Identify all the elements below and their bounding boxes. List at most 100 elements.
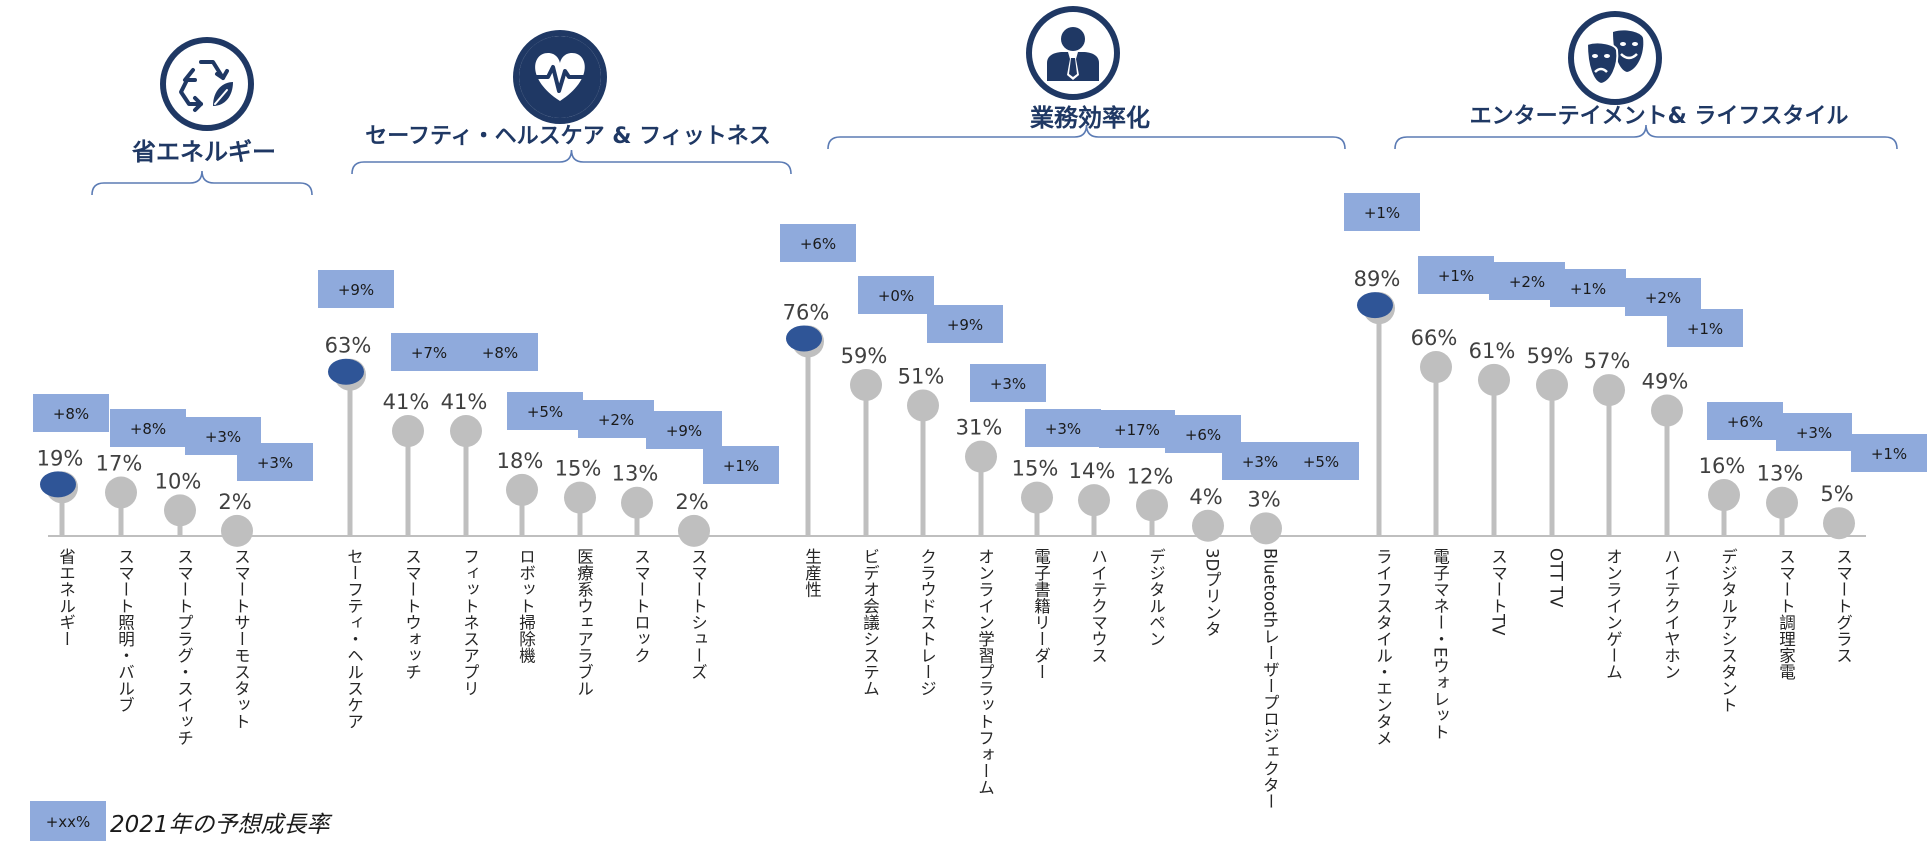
growth-badge: +2%: [578, 400, 654, 438]
lollipop-head: [1823, 507, 1855, 540]
legend-text: 2021年の予想成長率: [110, 812, 333, 838]
growth-badge: +1%: [1550, 269, 1626, 307]
category-label: 省エネルギー: [57, 548, 76, 647]
growth-badge: +7%: [391, 333, 467, 371]
group-title: 業務効率化: [1030, 104, 1150, 132]
lollipop-head: [1708, 479, 1740, 512]
growth-badge: +3%: [1025, 409, 1101, 447]
category-label: スマート調理家電: [1777, 548, 1796, 680]
value-label: 51%: [898, 364, 945, 388]
growth-badge: +3%: [237, 443, 313, 481]
category-label: スマートロック: [632, 548, 651, 664]
svg-text:+1%: +1%: [1871, 445, 1907, 463]
category-label: スマートグラス: [1834, 548, 1853, 664]
svg-text:+1%: +1%: [1438, 267, 1474, 285]
category-label: ビデオ会議システム: [861, 548, 880, 697]
category-label: スマート照明・バルブ: [116, 548, 135, 713]
category-label: ライフスタイル・エンタメ: [1374, 548, 1393, 746]
svg-text:+1%: +1%: [1687, 320, 1723, 338]
lollipop-head: [105, 476, 137, 509]
svg-text:+8%: +8%: [482, 344, 518, 362]
svg-text:+0%: +0%: [878, 287, 914, 305]
value-label: 3%: [1247, 487, 1280, 511]
value-label: 13%: [1757, 462, 1804, 486]
value-label: 13%: [612, 462, 659, 486]
growth-badge: +6%: [1707, 402, 1783, 440]
value-label: 63%: [325, 334, 372, 358]
legend: +xx% 2021年の予想成長率: [30, 801, 333, 841]
lollipop-highlight: [40, 471, 76, 498]
svg-text:+6%: +6%: [800, 235, 836, 253]
growth-badge: +5%: [507, 392, 583, 430]
lollipop-highlight: [786, 325, 822, 352]
svg-text:+6%: +6%: [1727, 413, 1763, 431]
lollipop-head: [1136, 489, 1168, 522]
svg-text:+1%: +1%: [723, 457, 759, 475]
value-label: 31%: [956, 416, 1003, 440]
value-label: 89%: [1354, 267, 1401, 291]
lollipop-head: [621, 486, 653, 519]
category-label: スマートプラグ・スイッチ: [175, 548, 194, 746]
lollipop-head: [1766, 486, 1798, 519]
growth-badge: +6%: [780, 224, 856, 262]
svg-text:+5%: +5%: [1303, 453, 1339, 471]
group-title: エンターテイメント& ライフスタイル: [1470, 104, 1849, 129]
value-label: 66%: [1411, 326, 1458, 350]
svg-text:+3%: +3%: [257, 454, 293, 472]
lollipop-head: [1536, 368, 1568, 401]
group-bracket: [827, 124, 1346, 150]
group-bracket: [351, 149, 792, 175]
svg-text:+7%: +7%: [411, 344, 447, 362]
category-label: Bluetoothレーザープロジェクター: [1261, 548, 1280, 810]
growth-badge: +17%: [1099, 410, 1175, 448]
recycle-leaf-icon: [160, 37, 254, 131]
value-label: 4%: [1189, 485, 1222, 509]
category-label: ロボット掃除機: [517, 548, 536, 665]
category-label: 電子書籍リーダー: [1032, 548, 1051, 680]
category-label: スマートTV: [1489, 548, 1508, 636]
lollipop-head: [564, 481, 596, 514]
svg-text:+2%: +2%: [1645, 289, 1681, 307]
category-label: OTT TV: [1547, 548, 1566, 608]
category-label: デジタルアシスタント: [1719, 548, 1738, 713]
value-label: 17%: [96, 451, 143, 475]
value-label: 12%: [1127, 464, 1174, 488]
svg-text:+8%: +8%: [53, 405, 89, 423]
lollipop-head: [850, 368, 882, 401]
category-label: セーフティ・ヘルスケア: [345, 548, 364, 730]
lollipop-highlight: [1357, 292, 1393, 319]
growth-badge: +1%: [1418, 256, 1494, 294]
value-label: 76%: [783, 300, 830, 324]
svg-text:+xx%: +xx%: [46, 813, 91, 831]
lollipop-head: [907, 389, 939, 422]
svg-text:+3%: +3%: [1796, 424, 1832, 442]
category-label: オンラインゲーム: [1604, 548, 1623, 680]
svg-text:+9%: +9%: [666, 422, 702, 440]
value-label: 19%: [37, 446, 84, 470]
growth-badge: +9%: [646, 411, 722, 449]
category-label: 医療系ウェアラブル: [575, 548, 594, 697]
value-label: 59%: [1527, 344, 1574, 368]
svg-text:+1%: +1%: [1364, 204, 1400, 222]
growth-badge: +8%: [462, 333, 538, 371]
category-label: スマートシューズ: [689, 548, 708, 680]
lollipop-head: [164, 494, 196, 527]
growth-badge: +5%: [1283, 442, 1359, 480]
group-bracket: [1394, 124, 1898, 150]
value-label: 2%: [218, 490, 251, 514]
lollipop-head: [1593, 374, 1625, 407]
businessman-icon: [1026, 6, 1120, 100]
growth-badge: +8%: [110, 409, 186, 447]
svg-text:+9%: +9%: [338, 281, 374, 299]
lollipop-head: [1420, 351, 1452, 384]
svg-text:+3%: +3%: [1045, 420, 1081, 438]
growth-badge: +1%: [703, 446, 779, 484]
lollipop-head: [506, 473, 538, 506]
group-title: セーフティ・ヘルスケア & フィットネス: [365, 124, 770, 149]
lollipop-highlight: [328, 358, 364, 385]
category-label: デジタルペン: [1147, 548, 1166, 647]
lollipop-head: [450, 415, 482, 448]
lollipop-head: [1078, 484, 1110, 517]
value-label: 61%: [1469, 339, 1516, 363]
